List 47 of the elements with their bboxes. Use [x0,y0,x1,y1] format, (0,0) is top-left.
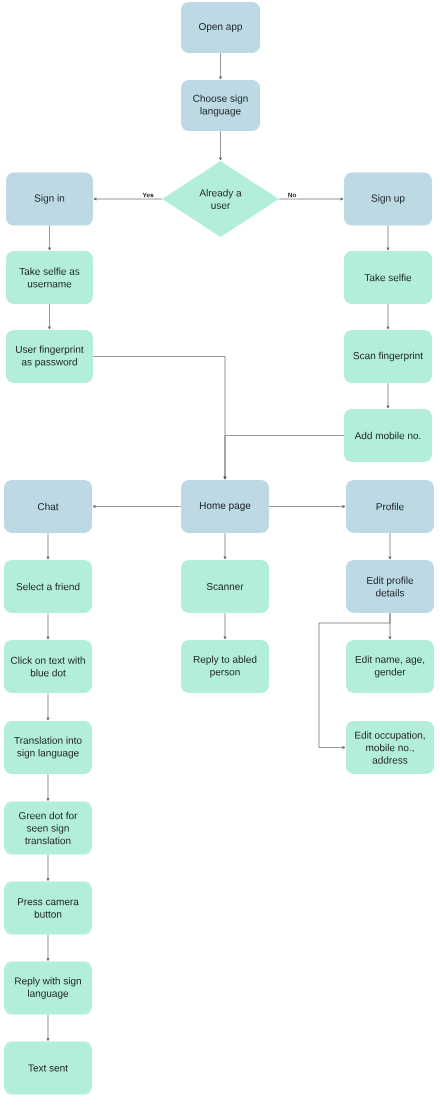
process-box: Edit occupation, mobile no., address [346,721,434,774]
arrow [48,225,51,251]
arrow [46,692,50,721]
arrow [386,303,390,330]
arrow [46,532,50,560]
process-box: Sign in [6,172,93,226]
process-box: Take selfie as username [6,251,93,304]
arrow [46,934,50,961]
process-box: Text sent [4,1041,92,1095]
process-box: User fingerprint as password [6,330,93,383]
process-box: Sign up [344,172,432,226]
arrow [92,505,182,508]
process-box: Scanner [181,560,269,613]
arrow [318,612,391,749]
process-box: Press camera button [4,881,92,935]
process-box: Reply to abled person [181,640,269,693]
process-box: Add mobile no. [344,409,432,462]
arrow [386,225,390,251]
arrow [219,130,222,161]
arrow [223,435,345,480]
process-box: Select a friend [4,560,92,613]
process-box: Edit profile details [346,560,434,613]
process-box: Translation into sign language [4,721,92,774]
process-box: Chat [4,480,92,533]
process-box: Green dot for seen sign translation [4,801,92,855]
process-box: Edit name, age, gender [346,640,434,693]
arrow [46,773,50,801]
arrow [223,532,227,560]
process-box: Open app [181,2,260,53]
arrow [48,303,51,330]
arrow [386,382,390,409]
process-box: Take selfie [344,251,432,304]
arrow [219,52,222,80]
process-box: Home page [181,480,269,533]
arrow [388,532,392,560]
arrow [46,854,50,881]
arrow [93,197,163,201]
arrow [278,197,344,201]
process-box: Click on text with blue dot [4,640,92,693]
arrow [46,612,50,640]
arrow [223,612,227,640]
arrow [268,505,346,508]
process-box: Choose sign language [181,80,260,131]
process-box: Scan fingerprint [344,330,432,383]
process-box: Profile [346,480,434,533]
process-box: Reply with sign language [4,961,92,1015]
arrow [46,1014,50,1041]
